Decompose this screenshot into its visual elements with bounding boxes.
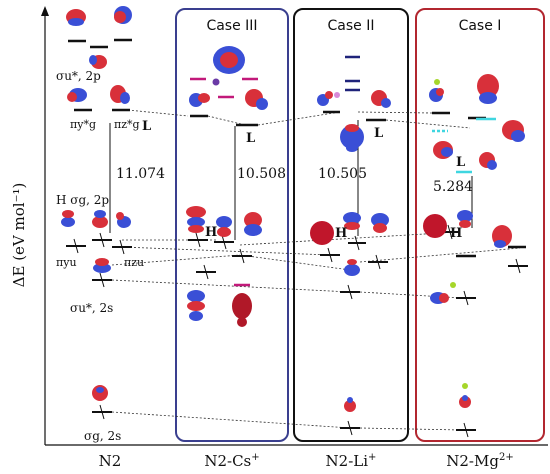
gap-value-li: 10.505: [318, 166, 367, 182]
column-label-n2-cs: N2-Cs+: [204, 452, 259, 470]
case-i-title: Case I: [459, 18, 502, 34]
case-boxes: Case III Case II Case I: [175, 8, 545, 442]
case-i-box: [415, 8, 545, 442]
column-labels: N2 N2-Cs+ N2-Li+ N2-Mg2+: [99, 452, 514, 470]
label-H-cs: H: [205, 225, 217, 240]
orbital-blobs: [61, 6, 525, 412]
label-L-li: L: [374, 126, 383, 141]
case-ii-title: Case II: [328, 18, 375, 34]
label-pi-g-y-star: πy*g: [70, 118, 96, 131]
metal-ion-dots: [212, 78, 468, 389]
label-L-mg: L: [456, 155, 465, 170]
case-iii-title: Case III: [206, 18, 257, 34]
label-pi-u-y: πyu: [56, 256, 77, 269]
y-axis: ΔE (eV mol⁻¹): [10, 6, 548, 446]
gap-value-mg: 5.284: [433, 179, 473, 195]
column-label-n2-mg: N2-Mg2+: [446, 452, 513, 470]
label-pi-u-z: πzu: [124, 256, 144, 269]
label-sigma-g-2s: σg, 2s: [84, 429, 121, 443]
case-iii-box: [175, 8, 289, 442]
gap-value-cs: 10.508: [237, 166, 286, 182]
label-pi-g-z-star: πz*g: [114, 118, 140, 131]
y-axis-label: ΔE (eV mol⁻¹): [10, 183, 28, 288]
label-L-cs: L: [246, 131, 255, 146]
column-label-n2: N2: [99, 452, 122, 470]
label-sigma-u-star-2s: σu*, 2s: [70, 301, 113, 315]
colored-levels: [190, 55, 496, 287]
label-L-n2: L: [142, 119, 151, 134]
column-label-n2-li: N2-Li+: [326, 452, 377, 470]
case-ii-box: [293, 8, 409, 442]
gap-values: 11.074 10.508 10.505 5.284: [116, 166, 473, 195]
gap-value-n2: 11.074: [116, 166, 165, 182]
label-H-li: H: [335, 226, 347, 241]
label-H-mg: H: [450, 226, 462, 241]
orbital-labels: σu*, 2p πy*g πz*g H σg, 2p πyu πzu σu*, …: [56, 69, 465, 443]
energy-levels: [68, 38, 526, 258]
label-sigma-u-star-2p: σu*, 2p: [56, 69, 101, 83]
label-sigma-g-2p: H σg, 2p: [56, 193, 109, 207]
